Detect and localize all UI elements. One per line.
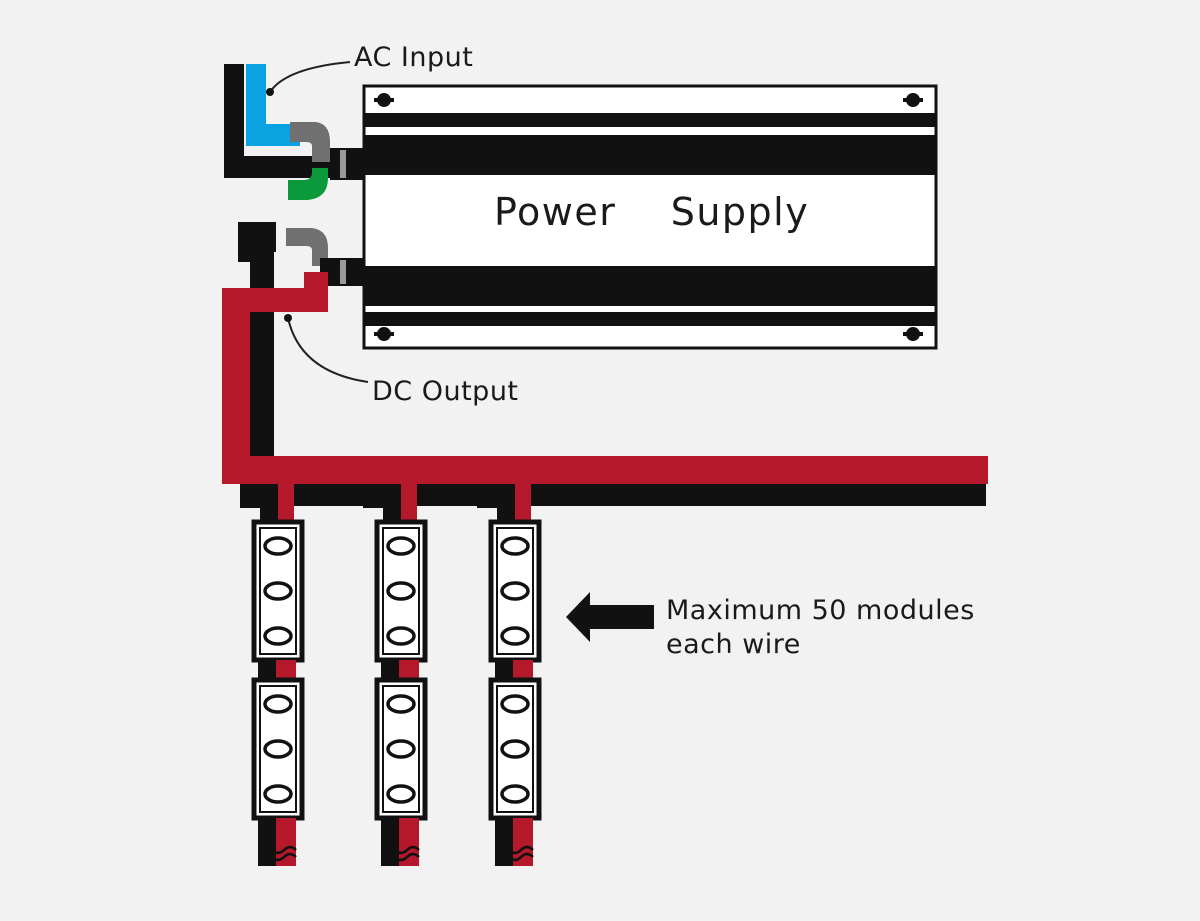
wire-break-icon <box>259 845 297 862</box>
ac-gray-wire <box>290 122 330 162</box>
dc-leader-line <box>287 317 369 383</box>
drop-black-step <box>240 484 260 508</box>
led-icon <box>386 581 416 601</box>
led-icon <box>263 581 293 601</box>
led-icon <box>500 536 530 556</box>
led-icon <box>263 784 293 804</box>
link-red-wire <box>513 660 533 680</box>
led-icon <box>386 739 416 759</box>
led-module <box>251 519 305 663</box>
led-module <box>488 519 542 663</box>
wire-break-icon <box>496 845 534 862</box>
led-icon <box>500 581 530 601</box>
drop-red-wire <box>515 484 531 524</box>
ac-leader-dot <box>266 88 274 96</box>
power-supply-unit: Power Supply <box>362 84 938 350</box>
drop-black-wire <box>497 504 515 524</box>
top-rail-thick <box>364 135 936 175</box>
led-module <box>374 677 428 821</box>
note-line-2: each wire <box>666 629 801 660</box>
bottom-rail-thick <box>364 266 936 306</box>
mounting-screw-icon <box>374 327 394 341</box>
dc-gray-wire <box>286 228 328 266</box>
ac-connector <box>330 148 364 180</box>
led-icon <box>500 694 530 714</box>
bus-red-wire <box>222 456 988 484</box>
led-icon <box>386 694 416 714</box>
module-strings <box>240 484 542 866</box>
led-icon <box>500 784 530 804</box>
drop-black-wire <box>260 504 278 524</box>
module-string <box>240 484 305 866</box>
left-arrow-icon <box>566 592 654 642</box>
link-black-wire <box>381 660 399 680</box>
drop-black-step <box>363 484 383 508</box>
bus-black-wire <box>240 484 986 506</box>
bottom-rail-thin <box>364 312 936 326</box>
dc-output-label: DC Output <box>372 376 519 407</box>
drop-black-wire <box>383 504 401 524</box>
power-supply-label: Power Supply <box>494 190 809 234</box>
led-icon <box>386 784 416 804</box>
ac-input-label: AC Input <box>354 42 473 73</box>
ac-input-cable: AC Input <box>224 42 473 200</box>
link-black-wire <box>495 660 513 680</box>
led-icon <box>263 626 293 646</box>
dc-output-cable: DC Output <box>222 222 519 470</box>
drop-red-wire <box>401 484 417 524</box>
module-string <box>477 484 542 866</box>
dc-red-wire <box>222 272 328 458</box>
led-module <box>374 519 428 663</box>
module-string <box>363 484 428 866</box>
led-module <box>488 677 542 821</box>
led-icon <box>500 739 530 759</box>
led-icon <box>263 739 293 759</box>
drop-red-wire <box>278 484 294 524</box>
ac-blue-wire <box>246 64 300 146</box>
led-icon <box>386 626 416 646</box>
mounting-screw-icon <box>903 327 923 341</box>
link-red-wire <box>276 660 296 680</box>
dc-leader-dot <box>284 314 292 322</box>
ac-green-wire <box>288 168 328 200</box>
ac-connector-band <box>340 150 346 178</box>
wire-break-icon <box>382 845 420 862</box>
led-icon <box>263 536 293 556</box>
link-red-wire <box>399 660 419 680</box>
ac-leader-line <box>269 61 351 93</box>
led-icon <box>386 536 416 556</box>
link-black-wire <box>258 660 276 680</box>
led-module <box>251 677 305 821</box>
dc-black-wire <box>238 222 276 470</box>
note-line-1: Maximum 50 modules <box>666 595 975 626</box>
ac-cable-jacket <box>224 64 330 178</box>
note-group: Maximum 50 modules each wire <box>566 592 975 660</box>
mounting-screw-icon <box>903 93 923 107</box>
dc-connector-band <box>340 260 346 284</box>
mounting-screw-icon <box>374 93 394 107</box>
led-icon <box>500 626 530 646</box>
drop-black-step <box>477 484 497 508</box>
main-bus <box>222 456 988 506</box>
led-icon <box>263 694 293 714</box>
top-rail-thin <box>364 113 936 127</box>
